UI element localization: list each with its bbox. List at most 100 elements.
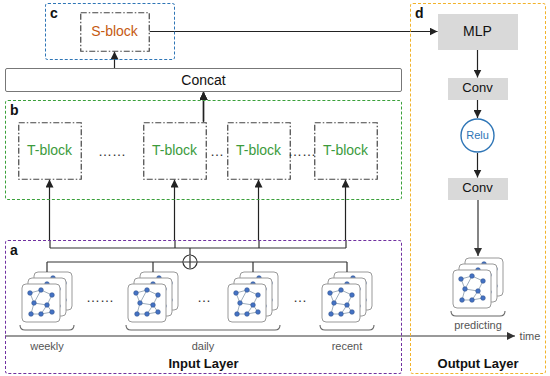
- split-line: [50, 247, 346, 248]
- relu-circle: Relu: [460, 118, 495, 153]
- graph-vertex: [134, 291, 139, 296]
- graph-stacks: [22, 258, 503, 322]
- node-label: T-block: [323, 142, 368, 158]
- output-region: dOutput LayerMLPConvReluConv: [410, 3, 546, 374]
- node-label: Relu: [466, 129, 489, 142]
- arrow-connector: [174, 180, 175, 241]
- arrow-connector: [203, 92, 204, 122]
- split-stubs: [50, 240, 346, 248]
- graph-stack: [128, 272, 178, 322]
- graph-vertex: [459, 277, 464, 282]
- dashdot-outline: [314, 122, 377, 179]
- bracket: [320, 325, 374, 330]
- graph-sheet: [453, 270, 491, 308]
- graph-sheet: [22, 284, 60, 322]
- graph-vertex: [332, 301, 337, 306]
- graph-vertex: [463, 287, 468, 292]
- graph-frame: [22, 284, 60, 322]
- graph-frame: [128, 284, 166, 322]
- sum-plus: [184, 256, 196, 268]
- graph-stack: [453, 258, 503, 308]
- node-label: S-block: [91, 23, 138, 39]
- graph-vertex: [329, 312, 334, 317]
- graph-frame: [322, 284, 360, 322]
- axis-label: time: [520, 330, 541, 343]
- temporal-region: bT-block T-block T-block T-block: [5, 100, 402, 200]
- t-block: T-block: [314, 122, 378, 180]
- graph-vertex: [234, 291, 239, 296]
- graph-sheet: [128, 284, 166, 322]
- graph-vertex: [145, 288, 150, 293]
- graph-vertex: [39, 312, 44, 317]
- graph-vertex: [350, 293, 355, 298]
- graph-vertex: [339, 312, 344, 317]
- node-label: MLP: [463, 23, 492, 39]
- ellipsis-mark: ……: [288, 143, 316, 159]
- graph-vertex: [339, 288, 344, 293]
- graph-stack: [322, 272, 372, 322]
- input-region: aInput Layer: [5, 240, 402, 374]
- graph-vertex: [138, 301, 143, 306]
- arrow-connector: [477, 153, 478, 178]
- ellipsis-mark: …: [197, 289, 211, 305]
- conv-box: Conv: [448, 78, 508, 100]
- panel-letter: a: [10, 242, 18, 258]
- graph-vertex: [470, 298, 475, 303]
- panel-letter: b: [10, 102, 19, 118]
- t-block: T-block: [143, 122, 207, 180]
- graph-vertex: [476, 289, 481, 294]
- sum-symbol: [183, 255, 197, 269]
- bracket: [20, 325, 74, 330]
- graph-vertex: [251, 303, 256, 308]
- graph-vertex: [470, 274, 475, 279]
- period-label: recent: [332, 340, 363, 353]
- node-label: Concat: [181, 72, 225, 88]
- ellipsis-mark: ……: [98, 143, 126, 159]
- concat-box: Concat: [5, 68, 402, 92]
- arrow-connector: [477, 50, 478, 78]
- s-block: S-block: [80, 12, 150, 52]
- graph-vertex: [39, 288, 44, 293]
- node-label: T-block: [236, 142, 281, 158]
- graph-vertex: [156, 310, 161, 315]
- layer-title: Output Layer: [438, 357, 519, 372]
- node-label: T-block: [27, 142, 72, 158]
- arrow-connector: [203, 92, 204, 122]
- graph-frame: [228, 284, 266, 322]
- ellipsis-mark: …: [210, 143, 224, 159]
- graph-vertex: [45, 303, 50, 308]
- dashdot-outline: [80, 12, 149, 51]
- graph-vertex: [350, 310, 355, 315]
- graph-vertex: [156, 293, 161, 298]
- graph-frame: [453, 270, 491, 308]
- graph-stack: [228, 272, 278, 322]
- graph-vertex: [151, 303, 156, 308]
- period-label: weekly: [30, 340, 64, 353]
- ellipsis-mark: …: [293, 289, 307, 305]
- node-label: Conv: [462, 181, 492, 196]
- graph-sheet: [322, 284, 360, 322]
- arrow-connector: [258, 180, 259, 241]
- graph-vertex: [28, 291, 33, 296]
- graph-vertex: [245, 312, 250, 317]
- merge-line: [189, 248, 190, 255]
- node-label: Conv: [462, 81, 492, 96]
- graph-vertex: [481, 279, 486, 284]
- graph-vertex: [32, 301, 37, 306]
- time-axis: [5, 335, 515, 336]
- arrow-connector: [49, 180, 50, 241]
- bracket: [451, 311, 505, 316]
- dashdot-outline: [18, 122, 81, 179]
- period-label: predicting: [454, 319, 502, 332]
- graph-vertex: [135, 312, 140, 317]
- graph-vertex: [460, 298, 465, 303]
- arrow-connector: [203, 92, 204, 122]
- panel-letter: c: [50, 5, 58, 21]
- graph-vertex: [328, 291, 333, 296]
- graph-vertex: [256, 310, 261, 315]
- layer-title: Input Layer: [168, 357, 238, 372]
- graph-vertex: [345, 303, 350, 308]
- t-block: T-block: [18, 122, 82, 180]
- output-arrow: [477, 200, 478, 256]
